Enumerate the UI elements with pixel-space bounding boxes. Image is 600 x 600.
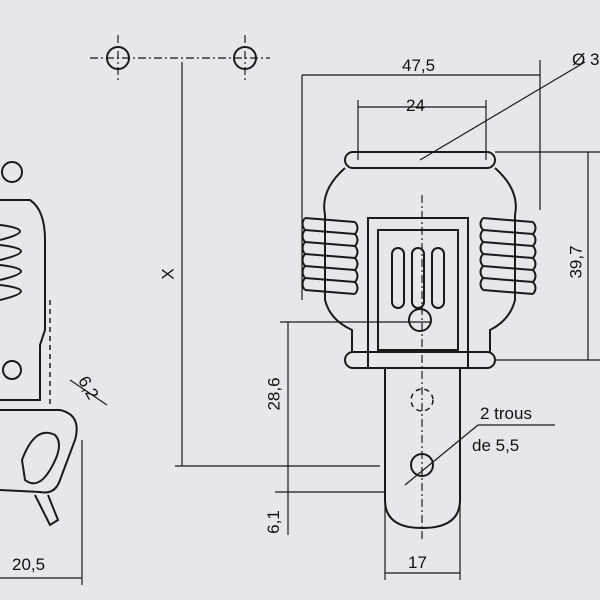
- dim-width-inner: 24: [406, 96, 425, 115]
- dim-side-width: 20,5: [12, 555, 46, 574]
- dim-height-x: X: [158, 268, 178, 280]
- dim-diameter: Ø 3: [572, 50, 600, 69]
- spring-right: [479, 217, 537, 295]
- front-view: [275, 60, 600, 580]
- holes-label-line1: 2 trous: [480, 404, 532, 423]
- dim-height-tab: 6,1: [263, 510, 283, 534]
- holes-label-line2: de 5,5: [472, 436, 520, 455]
- dim-height-spring: 39,7: [566, 245, 586, 279]
- spring-left: [301, 217, 359, 295]
- mounting-holes: [90, 35, 270, 80]
- dim-height-lower: 28,6: [264, 377, 284, 411]
- dim-tab-width: 17: [408, 553, 427, 572]
- dim-width-total: 47,5: [402, 56, 436, 75]
- side-view: [0, 161, 108, 585]
